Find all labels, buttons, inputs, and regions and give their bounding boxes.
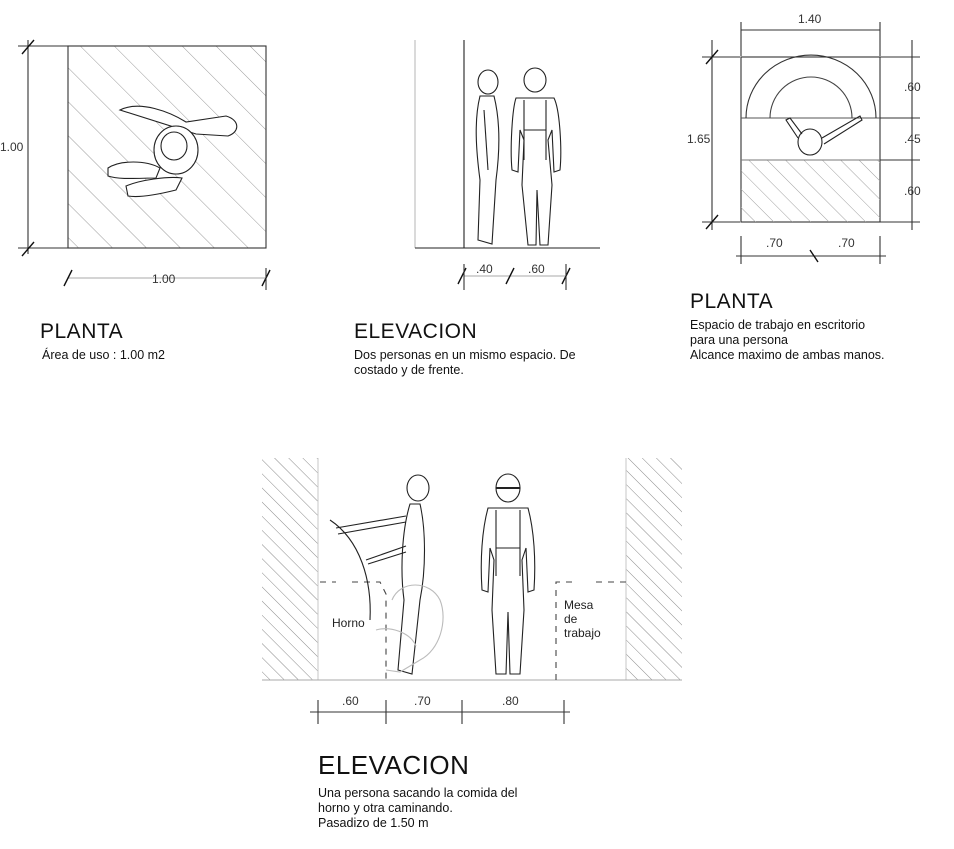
kitchen-dim-2: .70 [414, 694, 431, 708]
elevation-two-dim-a: .40 [476, 262, 493, 276]
elevation-kitchen-drawing [262, 458, 682, 724]
person-crouching [375, 584, 444, 673]
plan-desk-dim-top: 1.40 [798, 12, 822, 26]
plan-area-vertical-dim: 1.00 [0, 140, 24, 154]
plan-desk-description: Espacio de trabajo en escritorio para un… [690, 318, 885, 362]
elevation-kitchen-title: ELEVACION [318, 750, 470, 780]
plan-desk-title: PLANTA [690, 290, 774, 313]
plan-area-title: PLANTA [40, 320, 124, 343]
person-walking-front [480, 473, 536, 675]
person-front-view [510, 67, 562, 246]
plan-desk-dim-r1: .60 [904, 80, 921, 94]
plan-desk-dim-b1: .70 [766, 236, 783, 250]
oven-label: Horno [332, 616, 365, 630]
elevation-kitchen-description: Una persona sacando la comida del horno … [318, 786, 518, 830]
elevation-two-dim-b: .60 [528, 262, 545, 276]
elevation-two-drawing [414, 40, 600, 290]
plan-area-horizontal-dim: 1.00 [152, 272, 176, 286]
right-wall [626, 458, 682, 680]
person-reaching [335, 474, 430, 675]
worktable-label: Mesa de trabajo [564, 598, 601, 641]
person-at-desk [785, 115, 863, 156]
kitchen-dim-1: .60 [342, 694, 359, 708]
plan-desk-dim-b2: .70 [838, 236, 855, 250]
plan-desk-dim-r2: .45 [904, 132, 921, 146]
elevation-two-title: ELEVACION [354, 320, 478, 343]
person-top-view [107, 105, 238, 198]
desk-hatched-area [741, 160, 880, 222]
left-wall [262, 458, 318, 680]
person-side-view [475, 69, 500, 245]
plan-desk-dim-r3: .60 [904, 184, 921, 198]
plan-desk-drawing [702, 22, 920, 264]
plan-desk-dim-left: 1.65 [687, 132, 711, 146]
oven-outline [320, 581, 387, 680]
elevation-two-description: Dos personas en un mismo espacio. De cos… [354, 348, 576, 377]
plan-area-description: Área de uso : 1.00 m2 [42, 348, 165, 362]
kitchen-dim-3: .80 [502, 694, 519, 708]
reach-arc [329, 519, 371, 621]
worktable-outline [555, 581, 626, 680]
plan-area-drawing [18, 39, 271, 290]
